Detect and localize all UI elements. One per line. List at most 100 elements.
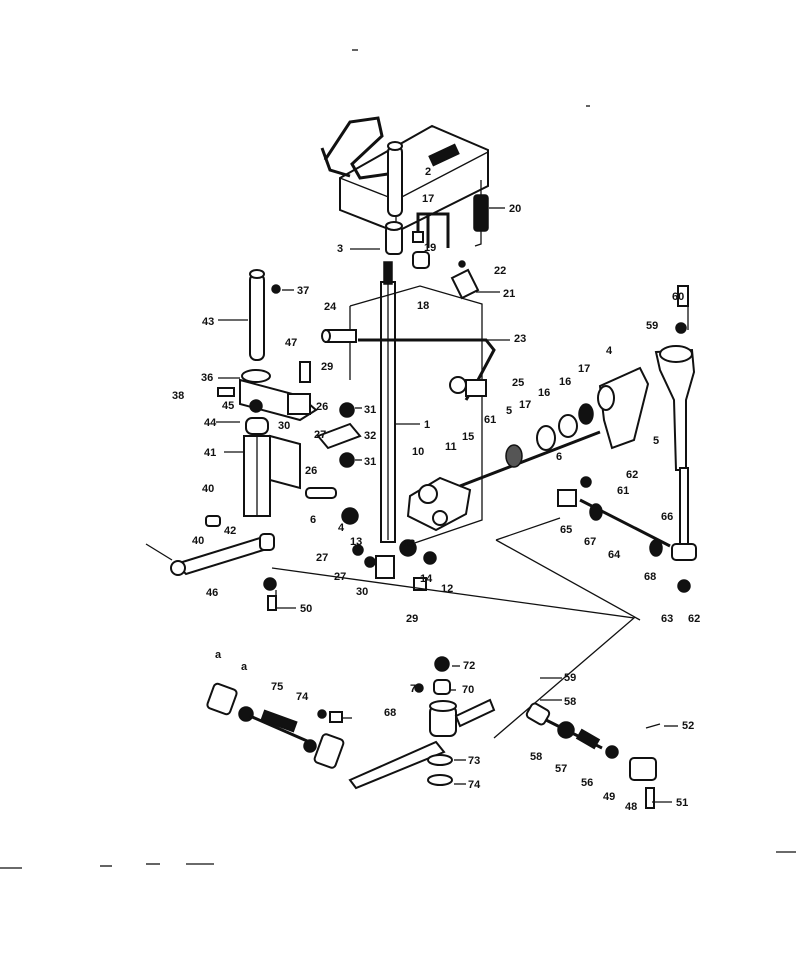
label-26a: 25 xyxy=(512,377,524,389)
label-55: 59 xyxy=(646,320,658,332)
label-50: 56 xyxy=(581,777,593,789)
label-29b: 29 xyxy=(406,613,418,625)
label-64: 70 xyxy=(462,684,474,696)
shaft-15 xyxy=(459,403,601,488)
label-17b: 17 xyxy=(578,363,590,375)
label-73: a xyxy=(241,661,248,673)
leader-lines xyxy=(271,517,641,739)
label-32: 32 xyxy=(364,430,376,442)
scan-marks xyxy=(0,49,796,869)
label-4a: 4 xyxy=(606,345,613,357)
label-44: 47 xyxy=(285,337,297,349)
label-48a: 50 xyxy=(300,603,312,615)
shift-shaft-1 xyxy=(380,261,396,543)
lever-63 xyxy=(348,656,496,790)
label-30b: 30 xyxy=(356,586,368,598)
label-31b: 31 xyxy=(364,456,376,468)
label-41: 44 xyxy=(204,417,217,429)
label-21: 20 xyxy=(509,203,521,215)
collar-3 xyxy=(385,221,403,255)
rod-60 xyxy=(557,476,697,593)
label-67: 73 xyxy=(468,755,480,767)
label-31a: 31 xyxy=(364,404,376,416)
label-19: 18 xyxy=(417,300,429,312)
label-58a: 61 xyxy=(617,485,629,497)
label-14: 14 xyxy=(420,573,433,585)
spring-21 xyxy=(473,180,489,247)
label-59b: 63 xyxy=(661,613,673,625)
label-61b: 66 xyxy=(661,511,673,523)
label-26b: 26 xyxy=(305,465,317,477)
label-9: 6 xyxy=(310,514,316,526)
label-72: a xyxy=(215,649,222,661)
label-16a: 16 xyxy=(538,387,550,399)
label-6: 5 xyxy=(506,405,512,417)
label-17a: 17 xyxy=(519,399,531,411)
label-39: 42 xyxy=(224,525,236,537)
label-3: 3 xyxy=(337,243,343,255)
label-13a: 13 xyxy=(350,536,362,548)
label-18: 17 xyxy=(422,193,434,205)
label-7: 6 xyxy=(556,451,562,463)
label-28: 27 xyxy=(316,552,328,564)
label-12: 12 xyxy=(441,583,453,595)
label-62a: 67 xyxy=(584,536,596,548)
rod-50 xyxy=(525,702,661,809)
label-42: 45 xyxy=(222,400,234,412)
washers-31 xyxy=(299,361,362,468)
label-34: 37 xyxy=(297,285,309,297)
label-57: 61 xyxy=(484,414,496,426)
label-27c: 27 xyxy=(334,571,346,583)
label-15: 15 xyxy=(462,431,474,443)
label-27b: 27 xyxy=(314,429,326,441)
label-36b: 40 xyxy=(192,535,204,547)
label-22: 21 xyxy=(503,288,515,300)
label-10: 10 xyxy=(412,446,424,458)
gear-housing xyxy=(320,116,489,234)
pin-25 xyxy=(321,329,357,343)
label-53: 58 xyxy=(564,696,576,708)
label-51: 57 xyxy=(555,763,567,775)
label-30a: 30 xyxy=(278,420,290,432)
label-68: 74 xyxy=(468,779,481,791)
label-52: 58 xyxy=(530,751,542,763)
pin-22 xyxy=(450,260,480,300)
label-71: 75 xyxy=(271,681,283,693)
label-38: 41 xyxy=(204,447,216,459)
label-59a: 62 xyxy=(626,469,638,481)
label-2: 2 xyxy=(425,166,431,178)
label-4b: 4 xyxy=(338,522,345,534)
label-11: 11 xyxy=(445,441,457,453)
label-49: 52 xyxy=(682,720,694,732)
label-43: 46 xyxy=(206,587,218,599)
bracket-33 xyxy=(217,369,318,422)
bracket-18 xyxy=(412,212,450,269)
label-48b: 51 xyxy=(676,797,688,809)
label-62b: 68 xyxy=(644,571,656,583)
label-23: 22 xyxy=(494,265,506,277)
shift-lever-2 xyxy=(387,141,403,217)
rod-71 xyxy=(206,682,345,769)
label-56: 60 xyxy=(672,291,684,303)
label-33: 36 xyxy=(201,372,213,384)
label-leaders xyxy=(216,207,689,803)
label-40: 43 xyxy=(202,316,214,328)
label-65: 71 xyxy=(410,683,422,695)
label-13b: 13 xyxy=(403,538,415,550)
fork-bracket xyxy=(406,476,472,532)
label-25: 24 xyxy=(324,301,337,313)
label-61a: 65 xyxy=(560,524,572,536)
label-5: 5 xyxy=(653,435,659,447)
label-27a: 26 xyxy=(316,401,328,413)
crank-4 xyxy=(597,366,650,450)
label-1: 1 xyxy=(424,419,430,431)
label-29a: 29 xyxy=(321,361,333,373)
label-66: 72 xyxy=(463,660,475,672)
label-46: 48 xyxy=(625,801,637,813)
label-54: 59 xyxy=(564,672,576,684)
label-24: 23 xyxy=(514,333,526,345)
post-40 xyxy=(249,269,281,361)
label-60: 64 xyxy=(608,549,621,561)
housing-38 xyxy=(243,417,301,517)
label-37: 40 xyxy=(202,483,214,495)
